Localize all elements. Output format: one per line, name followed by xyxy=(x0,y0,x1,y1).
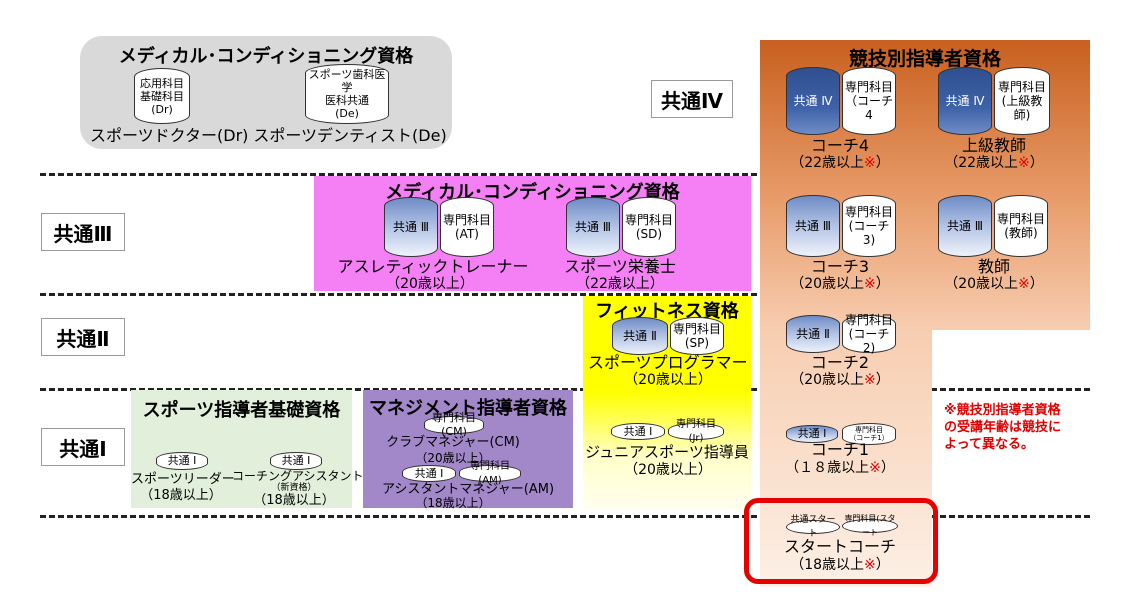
coach4-specialty-cylinder: 専門科目 （コーチ4 xyxy=(842,67,896,135)
senior-teacher-age: （22歳以上※） xyxy=(944,155,1044,171)
teacher-specialty-cylinder: 専門科目 (教師) xyxy=(994,195,1048,257)
divider-line xyxy=(40,388,1090,391)
at-specialty-cylinder: 専門科目 (AT) xyxy=(440,197,494,257)
sp-specialty-cylinder: 専門科目 (SP) xyxy=(670,317,724,355)
competitive-bg-lower xyxy=(760,330,932,587)
medical-mid-title: メディカル･コンディショニング資格 xyxy=(385,182,680,203)
coaching-assistant-note: （新資格） xyxy=(271,483,317,493)
athletic-trainer-label: アスレティックトレーナー xyxy=(337,257,529,276)
sd-specialty-cylinder: 専門科目 (SD) xyxy=(622,197,676,257)
fitness-title: フィットネス資格 xyxy=(595,301,739,322)
am-common-cylinder: 共通 Ⅰ xyxy=(402,465,456,482)
coach4-age: （22歳以上※） xyxy=(790,155,890,171)
senior-common-cylinder: 共通 Ⅳ xyxy=(938,67,992,135)
assistant-common-cylinder: 共通 Ⅰ xyxy=(270,452,322,470)
coach3-specialty-cylinder: 専門科目 (コーチ3) xyxy=(842,195,896,257)
start-coach-highlight-box xyxy=(744,498,938,584)
coach3-label: コーチ3 xyxy=(810,257,870,276)
competitive-title: 競技別指導者資格 xyxy=(848,48,1001,70)
teacher-label: 教師 xyxy=(977,257,1010,276)
basic-title: スポーツ指導者基礎資格 xyxy=(142,400,341,421)
level-common2: 共通Ⅱ xyxy=(41,318,125,356)
level-common4: 共通Ⅳ xyxy=(651,80,733,118)
coach1-common-cylinder: 共通 Ⅰ xyxy=(786,425,838,443)
coach2-specialty-cylinder: 専門科目 (コーチ2) xyxy=(842,313,896,355)
start-specialty-cylinder: 専門科目(スタート xyxy=(842,514,898,537)
club-manager-label: クラブマネジャー(CM) xyxy=(386,435,520,450)
coach2-label: コーチ2 xyxy=(810,353,870,372)
competitive-panel: 競技別指導者資格 xyxy=(760,40,1090,587)
divider-line xyxy=(40,173,1090,176)
cm-specialty-cylinder: 専門科目(CM) xyxy=(424,411,484,438)
jr-specialty-cylinder: 専門科目(Jr) xyxy=(668,419,724,444)
start-common-cylinder: 共通スタート xyxy=(786,515,840,539)
coaching-assistant-label: コーチングアシスタント xyxy=(232,469,364,483)
coach2-common-cylinder: 共通 Ⅱ xyxy=(786,315,840,353)
coach1-label: コーチ1 xyxy=(810,440,870,459)
level-common3: 共通Ⅲ xyxy=(41,213,125,251)
divider-line xyxy=(40,515,1090,518)
start-coach-label: スタートコーチ xyxy=(783,537,896,556)
dentist-subject-cylinder: スポーツ歯科医学 医科共通 (De) xyxy=(305,64,389,124)
at-common-cylinder: 共通 Ⅲ xyxy=(384,197,438,257)
coach3-age: （20歳以上※） xyxy=(790,276,890,292)
coach1-specialty-cylinder: 専門科目 （コーチ1） xyxy=(842,423,896,445)
sports-programmer-age: （20歳以上） xyxy=(624,372,712,388)
teacher-common-cylinder: 共通 Ⅲ xyxy=(938,195,992,257)
jr-common-cylinder: 共通 Ⅰ xyxy=(611,423,665,440)
assistant-manager-label: アシスタントマネジャー(AM) xyxy=(381,482,555,497)
sports-programmer-label: スポーツプログラマー xyxy=(588,353,748,372)
coach3-common-cylinder: 共通 Ⅲ xyxy=(786,195,840,257)
coach4-common-cylinder: 共通 Ⅳ xyxy=(786,67,840,135)
medical-top-panel: メディカル･コンディショニング資格 xyxy=(80,36,452,149)
start-coach-age: （18歳以上※） xyxy=(790,557,890,573)
medical-top-title: メディカル･コンディショニング資格 xyxy=(118,46,414,67)
doctor-subject-cylinder: 応用科目 基礎科目 (Dr) xyxy=(134,68,190,124)
coach2-age: （20歳以上※） xyxy=(790,372,890,388)
junior-instructor-label: ジュニアスポーツ指導員 xyxy=(585,443,749,461)
divider-line xyxy=(40,293,1090,296)
sports-nutritionist-label: スポーツ栄養士 xyxy=(564,257,676,276)
age-note: ※競技別指導者資格の受講年齢は競技によって異なる。 xyxy=(944,403,1062,452)
level-common1: 共通Ⅰ xyxy=(41,428,125,466)
senior-specialty-cylinder: 専門科目 (上級教師) xyxy=(994,67,1050,135)
sports-nutritionist-age: （22歳以上） xyxy=(576,276,664,292)
assistant-manager-age: （18歳以上） xyxy=(415,496,491,510)
management-title: マネジメント指導者資格 xyxy=(369,398,567,419)
sports-dentist-label: スポーツデンティスト(De) xyxy=(253,126,447,145)
sports-leader-age: （18歳以上） xyxy=(140,488,222,503)
sd-common-cylinder: 共通 Ⅲ xyxy=(566,197,620,257)
sports-leader-label: スポーツリーダー xyxy=(131,472,235,487)
basic-panel: スポーツ指導者基礎資格 xyxy=(131,390,352,508)
coach4-label: コーチ4 xyxy=(810,136,870,155)
sports-doctor-label: スポーツドクター(Dr) xyxy=(90,126,249,145)
leader-common-cylinder: 共通 Ⅰ xyxy=(156,452,208,470)
am-specialty-cylinder: 専門科目(AM) xyxy=(459,461,521,486)
junior-instructor-age: （20歳以上） xyxy=(624,462,712,478)
athletic-trainer-age: （20歳以上） xyxy=(386,276,474,292)
coach1-age: （１８歳以上※） xyxy=(785,460,895,476)
senior-teacher-label: 上級教師 xyxy=(961,136,1026,155)
club-manager-age: （20歳以上） xyxy=(415,451,491,465)
management-panel: マネジメント指導者資格 xyxy=(363,390,573,508)
coaching-assistant-age: （18歳以上） xyxy=(253,493,335,508)
teacher-age: （20歳以上※） xyxy=(944,276,1044,292)
sp-common-cylinder: 共通 Ⅱ xyxy=(612,317,668,355)
